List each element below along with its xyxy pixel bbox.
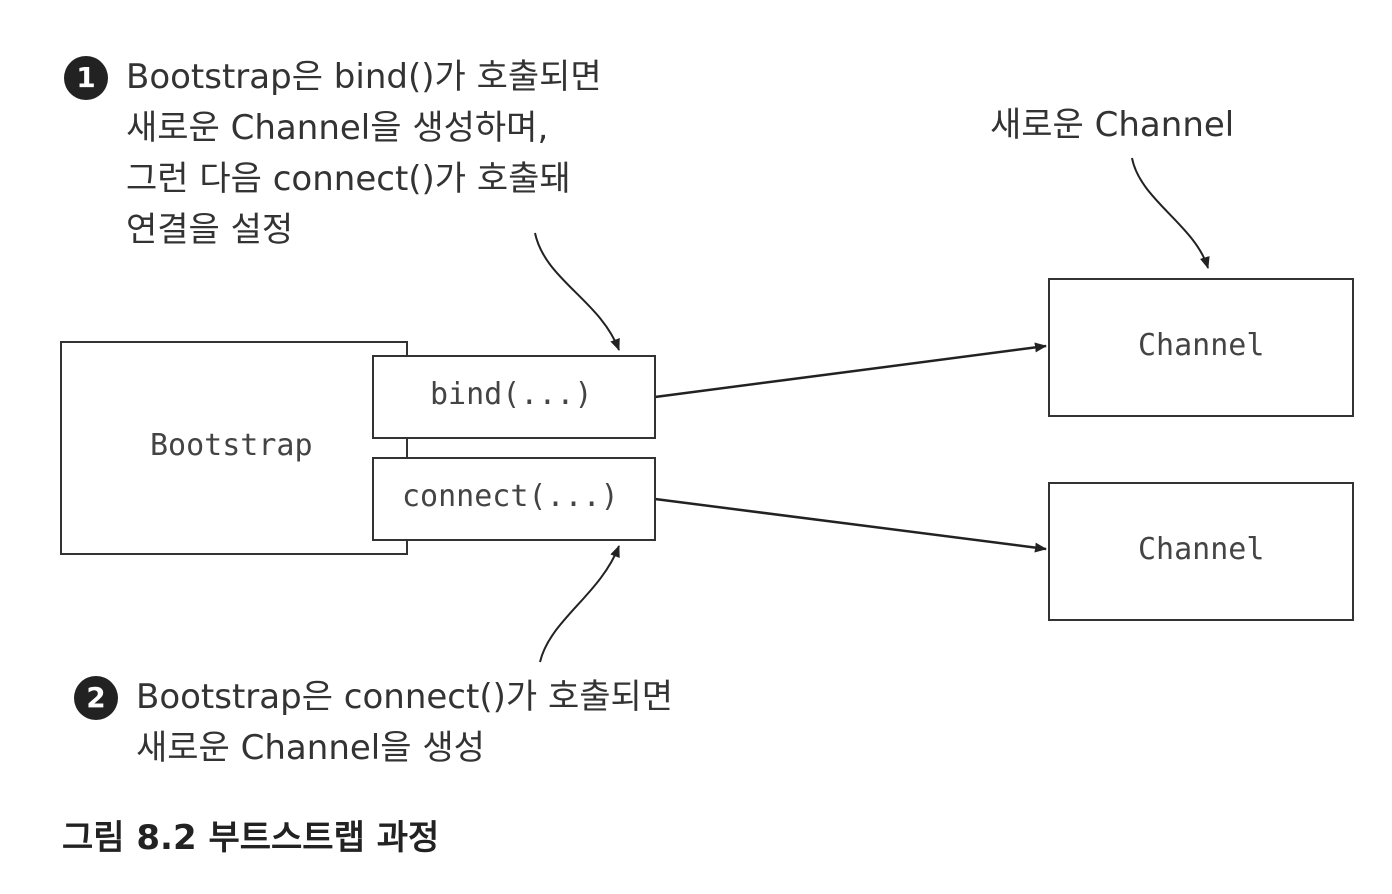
channel-box-top-label: Channel (1138, 328, 1265, 363)
bind-to-channel-arrow (654, 342, 1047, 399)
note1-line-2: 새로운 Channel을 생성하며, (126, 108, 549, 148)
note1-number-badge: 1 (64, 56, 108, 100)
channel-box-bottom (1048, 482, 1354, 621)
note2-pointer-arrow (539, 545, 620, 663)
bind-box (372, 355, 656, 439)
note1-text: Bootstrap은 bind()가 호출되면 새로운 Channel을 생성하… (126, 52, 602, 256)
channel-box-top (1048, 278, 1354, 417)
note2-line-2: 새로운 Channel을 생성 (136, 728, 485, 768)
bind-box-label: bind(...) (430, 377, 593, 412)
figure-caption: 그림 8.2 부트스트랩 과정 (62, 818, 440, 858)
bootstrap-box-label: Bootstrap (150, 428, 313, 463)
note2-line-1: Bootstrap은 connect()가 호출되면 (136, 677, 674, 717)
new-channel-label: 새로운 Channel (990, 105, 1235, 145)
note2-number-badge: 2 (74, 676, 118, 720)
note2-text: Bootstrap은 connect()가 호출되면 새로운 Channel을 … (136, 672, 673, 774)
connect-box-label: connect(...) (402, 479, 619, 514)
note1-line-3: 그런 다음 connect()가 호출돼 (126, 159, 571, 199)
channel-box-bottom-label: Channel (1138, 532, 1265, 567)
bootstrap-box (60, 341, 408, 555)
note1-pointer-arrow (534, 232, 620, 351)
connect-to-channel-arrow (654, 497, 1047, 553)
note1-line-1: Bootstrap은 bind()가 호출되면 (126, 57, 602, 97)
note1-line-4: 연결을 설정 (126, 210, 294, 250)
connect-box (372, 457, 656, 541)
new-channel-pointer-arrow (1131, 157, 1210, 269)
